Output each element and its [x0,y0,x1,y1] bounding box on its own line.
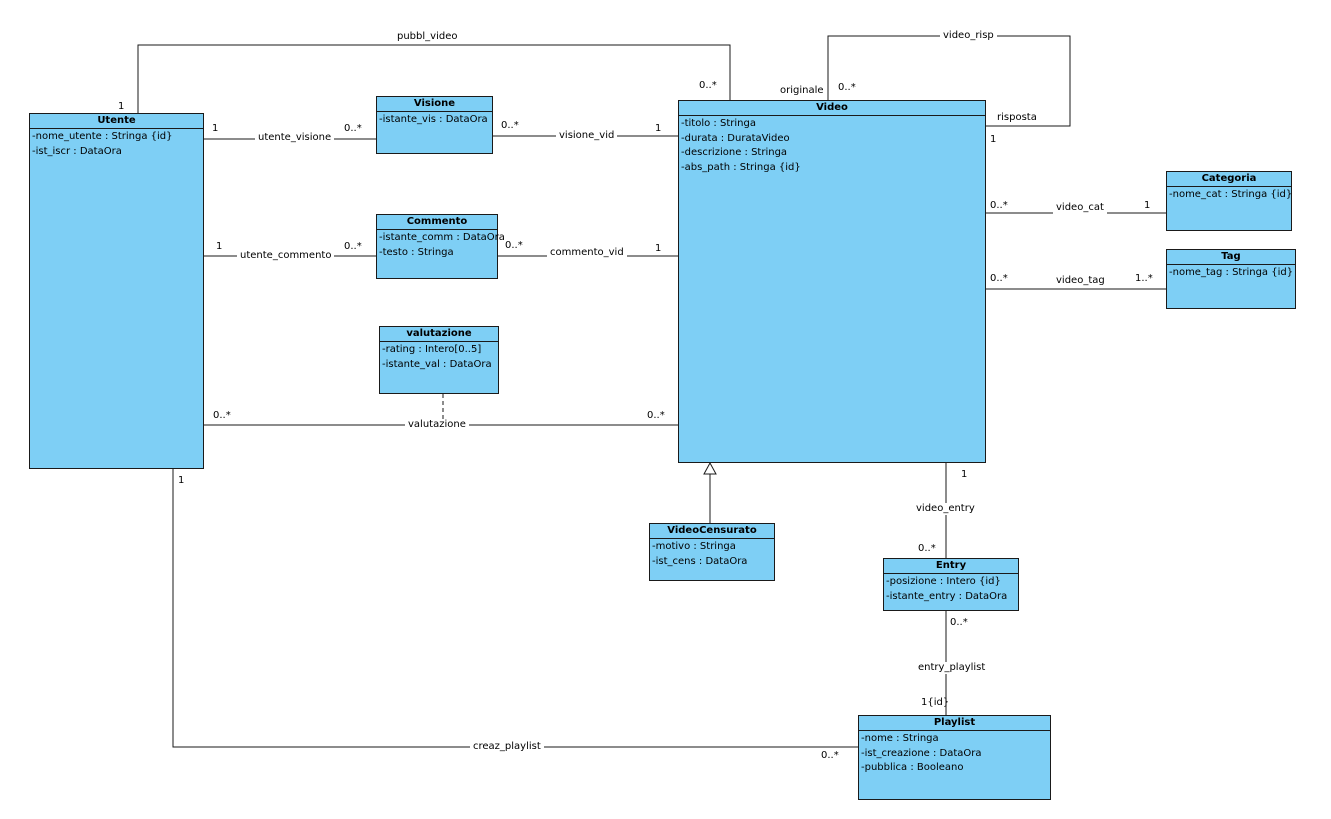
mult-utente-visione-utente: 1 [212,123,219,134]
class-categoria-name: Categoria [1167,172,1291,187]
class-entry-name: Entry [884,559,1018,574]
class-utente-attr: -ist_iscr : DataOra [32,145,122,157]
mult-commento-vid-video: 1 [655,243,662,254]
class-commento-name: Commento [377,215,497,230]
mult-utente-commento-commento: 0..* [344,241,362,252]
mult-video-entry-entry: 0..* [918,543,936,554]
class-video[interactable]: Video -titolo : Stringa -durata : Durata… [678,100,986,463]
mult-video-entry-video: 1 [961,469,968,480]
mult-video-cat-video: 0..* [990,200,1008,211]
class-playlist[interactable]: Playlist -nome : Stringa -ist_creazione … [858,715,1051,800]
mult-video-risp-risposta: 1 [990,134,997,145]
pubbl-video-line [137,44,731,113]
class-commento[interactable]: Commento -istante_comm : DataOra -testo … [376,214,505,279]
role-originale: originale [780,85,824,96]
class-categoria[interactable]: Categoria -nome_cat : Stringa {id} [1166,171,1292,231]
class-tag-attr: -nome_tag : Stringa {id} [1169,267,1294,278]
class-commento-attr: -testo : Stringa [379,246,454,258]
class-visione-name: Visione [377,97,492,112]
mult-utente-visione-visione: 0..* [344,123,362,134]
class-commento-attr: -istante_comm : DataOra [379,232,505,243]
mult-visione-vid-visione: 0..* [501,120,519,131]
class-video-attr: -durata : DurataVideo [681,132,790,144]
assoc-label-creaz-playlist: creaz_playlist [470,741,544,753]
class-videocensurato-name: VideoCensurato [650,524,774,539]
class-video-attr: -descrizione : Stringa [681,147,788,158]
assoc-label-video-risp: video_risp [940,30,997,42]
class-valutazione[interactable]: valutazione -rating : Intero[0..5] -ista… [379,326,499,394]
assoc-label-commento-vid: commento_vid [547,247,627,259]
mult-visione-vid-video: 1 [655,123,662,134]
class-videocensurato-attr: -motivo : Stringa [652,541,736,552]
mult-video-tag-tag: 1..* [1135,273,1153,284]
assoc-label-entry-playlist: entry_playlist [915,662,989,674]
class-playlist-attr: -nome : Stringa [861,733,939,744]
class-tag[interactable]: Tag -nome_tag : Stringa {id} [1166,249,1296,309]
class-videocensurato[interactable]: VideoCensurato -motivo : Stringa -ist_ce… [649,523,775,581]
class-utente-name: Utente [30,114,203,129]
class-playlist-attr: -ist_creazione : DataOra [861,747,982,759]
class-videocensurato-attr: -ist_cens : DataOra [652,555,748,567]
creaz-playlist-line [172,468,859,748]
class-entry[interactable]: Entry -posizione : Intero {id} -istante_… [883,558,1019,611]
class-video-attr: -abs_path : Stringa {id} [681,161,801,173]
mult-pubbl-video-video: 0..* [699,80,717,91]
mult-commento-vid-commento: 0..* [505,240,523,251]
assoc-label-utente-visione: utente_visione [255,132,335,144]
class-video-attr: -titolo : Stringa [681,118,756,129]
class-visione[interactable]: Visione -istante_vis : DataOra [376,96,493,154]
class-categoria-attr: -nome_cat : Stringa {id} [1169,189,1293,200]
class-valutazione-attr: -rating : Intero[0..5] [382,344,482,355]
assoc-label-visione-vid: visione_vid [556,130,618,142]
class-playlist-attr: -pubblica : Booleano [861,762,964,773]
mult-pubbl-video-utente: 1 [118,101,125,112]
video-risp-line [827,35,1071,127]
class-playlist-name: Playlist [859,716,1050,731]
class-entry-attr: -posizione : Intero {id} [886,576,1001,587]
assoc-label-pubbl-video: pubbl_video [394,31,461,43]
assoc-label-video-cat: video_cat [1053,202,1107,214]
class-utente[interactable]: Utente -nome_utente : Stringa {id} -ist_… [29,113,204,469]
mult-valutazione-video: 0..* [647,410,665,421]
assoc-label-utente-commento: utente_commento [237,250,335,262]
mult-creaz-playlist-playlist: 0..* [821,750,839,761]
mult-video-tag-video: 0..* [990,273,1008,284]
mult-entry-playlist-playlist: 1{id} [921,697,950,708]
mult-utente-commento-utente: 1 [216,241,223,252]
class-valutazione-name: valutazione [380,327,498,342]
class-video-name: Video [679,101,985,116]
generalization-arrow [703,461,717,475]
mult-entry-playlist-entry: 0..* [950,617,968,628]
class-tag-name: Tag [1167,250,1295,265]
mult-video-cat-categoria: 1 [1144,200,1151,211]
assoc-label-valutazione: valutazione [405,419,469,431]
class-valutazione-attr: -istante_val : DataOra [382,358,492,370]
mult-valutazione-utente: 0..* [213,410,231,421]
mult-creaz-playlist-utente: 1 [178,475,185,486]
mult-video-risp-originale: 0..* [838,82,856,93]
class-utente-attr: -nome_utente : Stringa {id} [32,131,173,142]
class-visione-attr: -istante_vis : DataOra [379,114,488,125]
class-entry-attr: -istante_entry : DataOra [886,590,1008,602]
assoc-label-video-entry: video_entry [913,503,978,515]
role-risposta: risposta [997,112,1037,123]
assoc-label-video-tag: video_tag [1053,275,1108,287]
